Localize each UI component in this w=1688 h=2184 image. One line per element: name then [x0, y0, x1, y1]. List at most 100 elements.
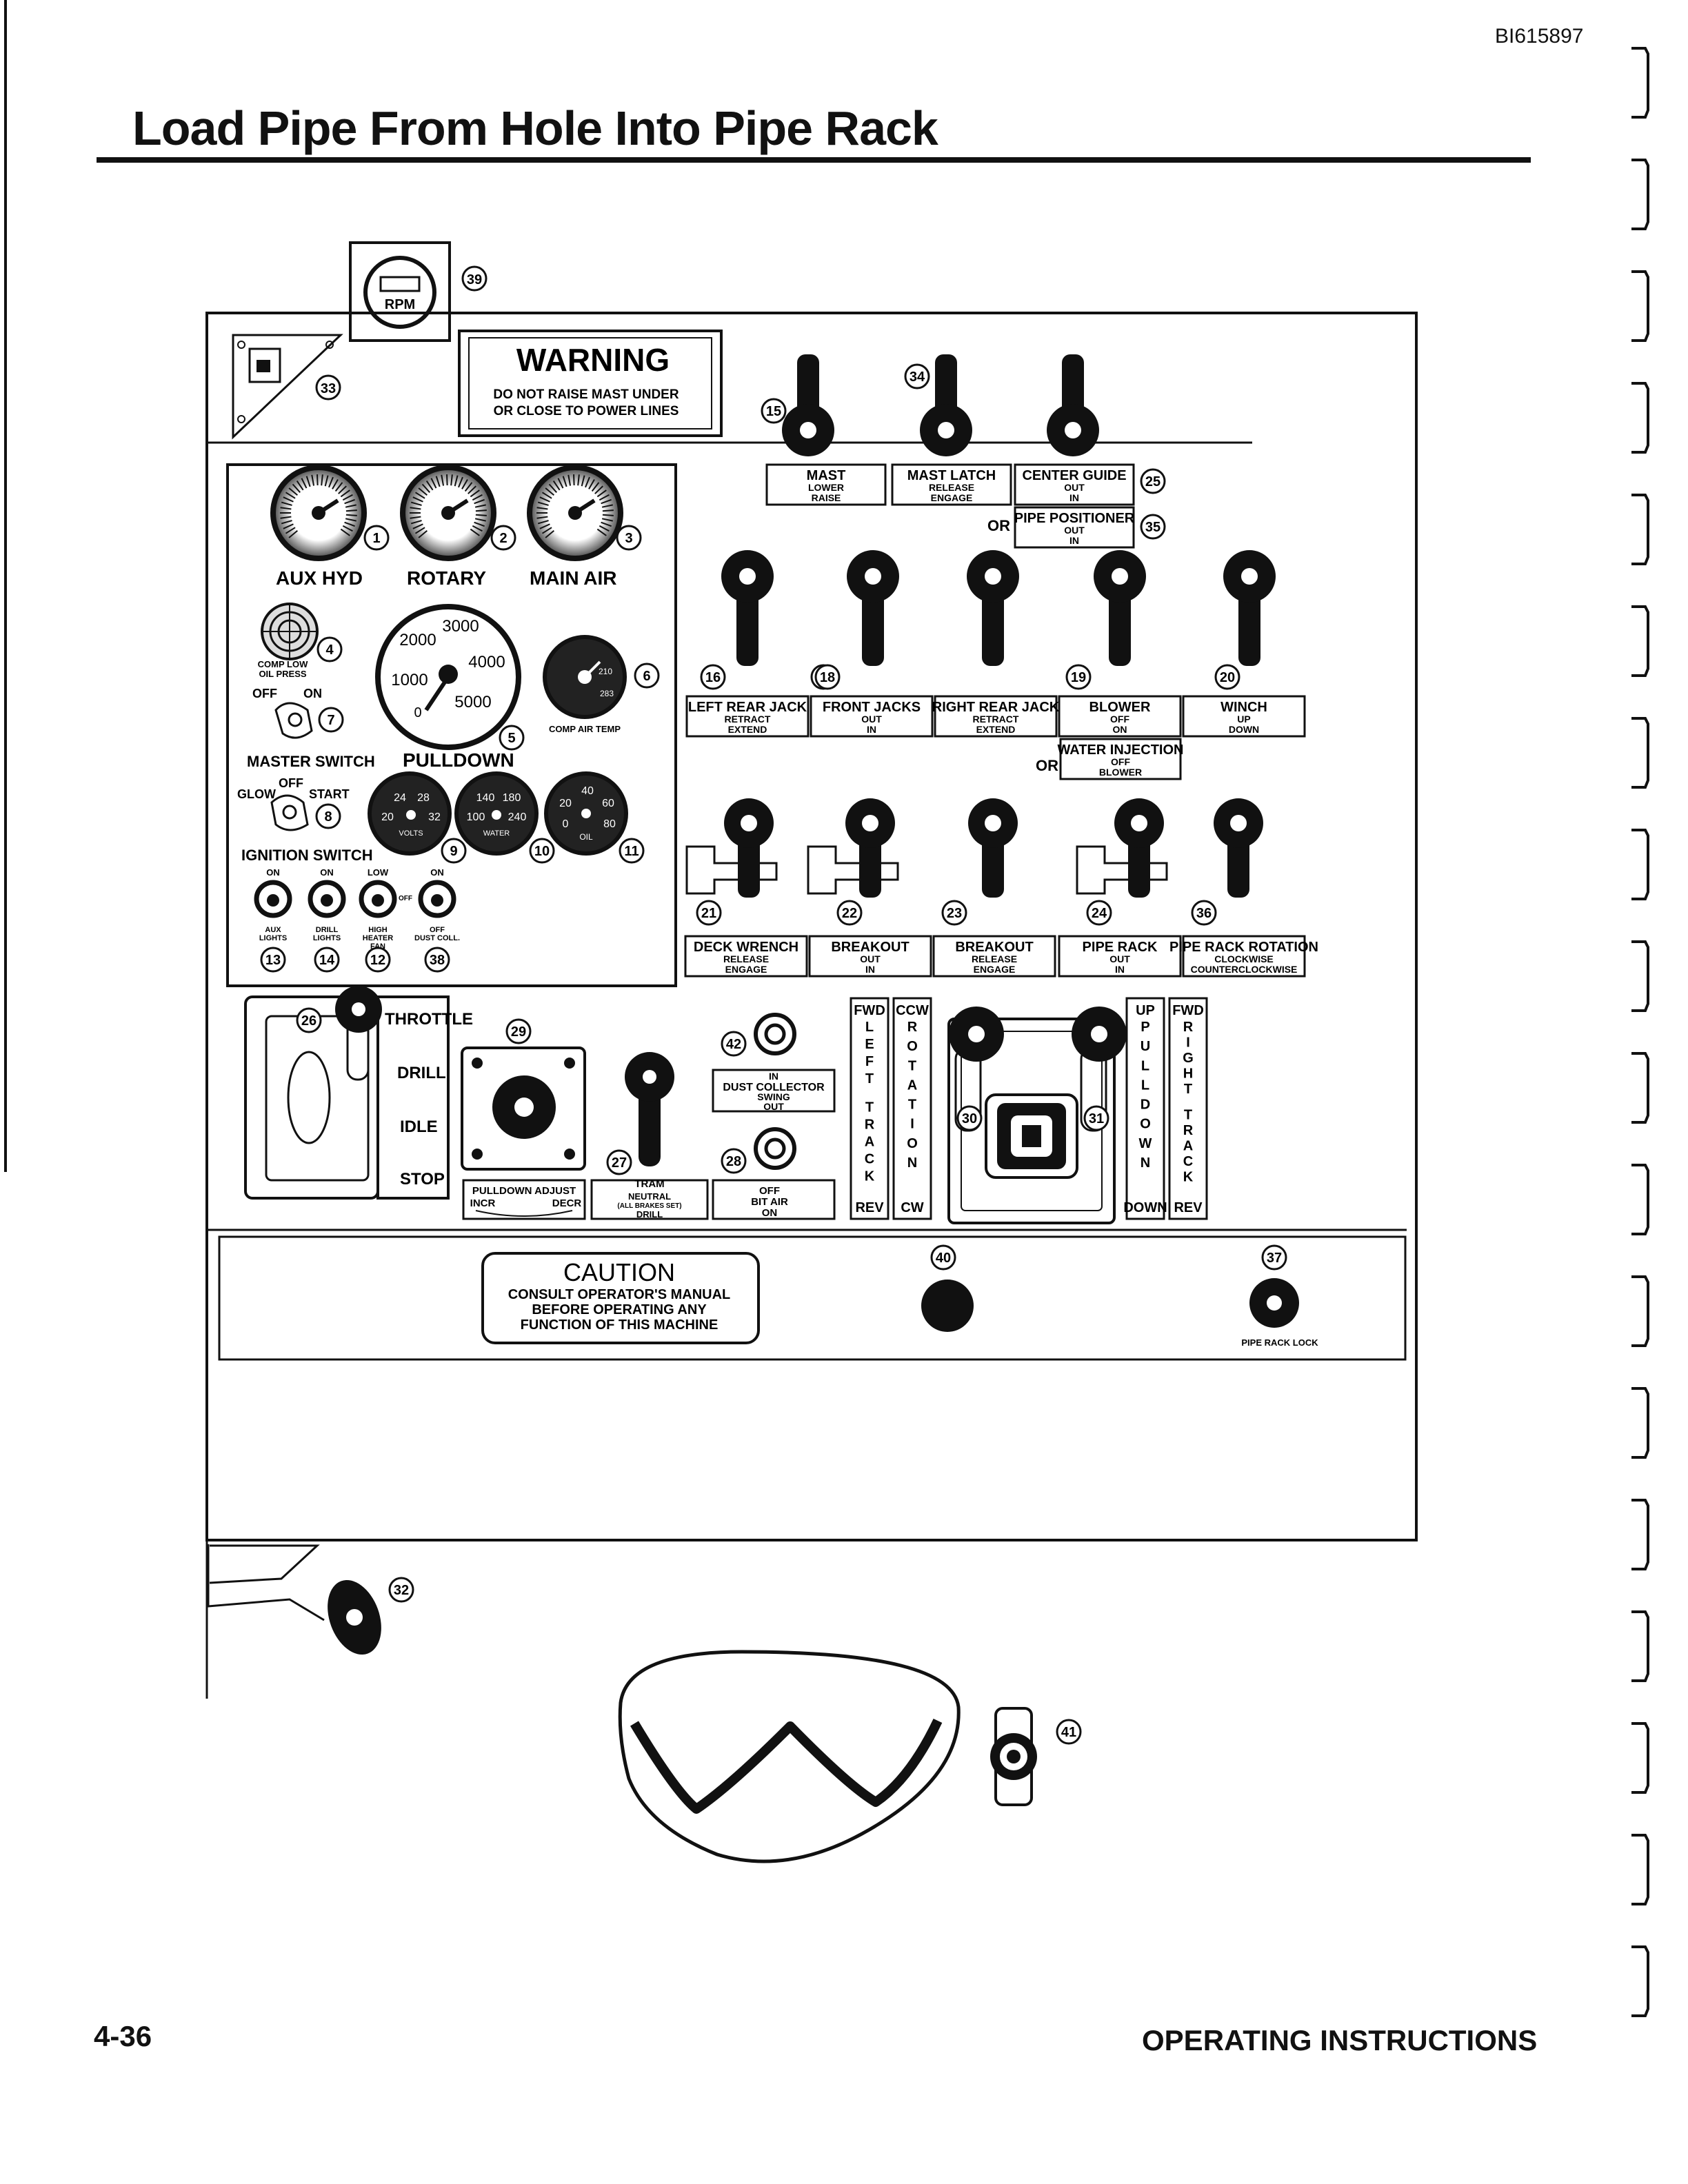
svg-text:UP: UP	[1136, 1003, 1155, 1018]
svg-text:36: 36	[1196, 906, 1212, 921]
svg-text:T: T	[865, 1071, 874, 1086]
svg-text:3000: 3000	[442, 617, 479, 636]
rotary-gauge	[400, 465, 496, 561]
svg-text:T: T	[1184, 1082, 1192, 1097]
svg-text:BLOWER: BLOWER	[1089, 700, 1151, 715]
svg-text:BLOWER: BLOWER	[1099, 767, 1142, 778]
joystick-assembly[interactable]	[947, 1007, 1127, 1224]
caution-sign: CAUTION CONSULT OPERATOR'S MANUAL BEFORE…	[481, 1252, 760, 1344]
svg-text:IN: IN	[769, 1071, 778, 1082]
svg-text:5000: 5000	[454, 693, 491, 711]
lever-16[interactable]	[721, 550, 774, 666]
callout-24: 24	[1086, 900, 1112, 926]
lever-18[interactable]	[967, 550, 1019, 666]
lever-22[interactable]	[807, 798, 899, 898]
master-switch[interactable]	[274, 702, 313, 739]
tram-lever[interactable]: TRAM NEUTRAL (ALL BRAKES SET) DRILL	[590, 1052, 709, 1220]
svg-text:PULLDOWN ADJUST: PULLDOWN ADJUST	[472, 1185, 576, 1197]
foot-pedal-32[interactable]	[205, 1540, 391, 1699]
comp-air-temp-gauge: 210 283 COMP AIR TEMP	[543, 635, 627, 734]
svg-text:INCR: INCR	[470, 1197, 496, 1209]
lever-23[interactable]	[968, 798, 1018, 898]
lever-36[interactable]	[1214, 798, 1263, 898]
svg-text:20: 20	[381, 811, 394, 823]
svg-text:33: 33	[321, 381, 336, 396]
svg-text:CCW: CCW	[896, 1003, 929, 1018]
svg-text:LIGHTS: LIGHTS	[313, 934, 341, 942]
callout-4: 4	[316, 636, 343, 663]
svg-text:12: 12	[370, 953, 385, 968]
svg-text:CLOCKWISE: CLOCKWISE	[1214, 953, 1274, 964]
svg-text:18: 18	[820, 670, 835, 685]
svg-text:I: I	[910, 1117, 914, 1132]
callout-18: 18	[814, 664, 841, 690]
callout-12: 12	[365, 947, 391, 973]
svg-text:80: 80	[603, 818, 616, 830]
callout-27: 27	[606, 1149, 632, 1175]
dust-collector-switch[interactable]: IN DUST COLLECTOR SWING OUT	[712, 1013, 836, 1113]
svg-text:ON: ON	[430, 867, 444, 878]
svg-text:PIPE RACK ROTATION: PIPE RACK ROTATION	[1169, 940, 1318, 955]
callout-23: 23	[941, 900, 967, 926]
throttle-idle: IDLE	[400, 1118, 438, 1136]
svg-text:L: L	[1141, 1078, 1149, 1093]
svg-text:IN: IN	[1069, 535, 1079, 546]
svg-text:14: 14	[319, 953, 335, 968]
lever-19[interactable]	[1094, 550, 1146, 666]
water-temp-gauge: 140 180 100 240 WATER	[454, 771, 539, 856]
operator-seat	[618, 1650, 961, 1863]
svg-text:LIGHTS: LIGHTS	[259, 934, 287, 942]
callout-40: 40	[930, 1244, 956, 1271]
svg-text:REV: REV	[1174, 1200, 1203, 1215]
ignition-switch[interactable]	[270, 794, 309, 831]
lever-24[interactable]	[1076, 798, 1168, 898]
svg-text:N: N	[907, 1155, 917, 1171]
lever-25[interactable]	[1047, 354, 1099, 456]
lever-15[interactable]	[782, 354, 834, 456]
throttle-label: THROTTLE	[385, 1010, 473, 1029]
callout-7: 7	[318, 707, 344, 733]
svg-text:21: 21	[701, 906, 716, 921]
lever-17[interactable]	[847, 550, 899, 666]
svg-text:P: P	[1141, 1020, 1149, 1035]
callout-31: 31	[1083, 1105, 1109, 1131]
callout-21: 21	[696, 900, 722, 926]
callout-14: 14	[314, 947, 340, 973]
bit-air-switch[interactable]: OFF BIT AIR ON	[712, 1127, 836, 1220]
lever-20[interactable]	[1223, 550, 1276, 666]
pulldown-adjust-knob[interactable]: PULLDOWN ADJUST INCR DECR	[461, 1046, 586, 1220]
valve-41[interactable]	[990, 1707, 1037, 1806]
lever-21[interactable]	[685, 798, 778, 898]
svg-text:(ALL BRAKES SET): (ALL BRAKES SET)	[617, 1202, 681, 1210]
master-switch-label: MASTER SWITCH	[247, 753, 375, 770]
pipe-rack-lock-button[interactable]: PIPE RACK LOCK	[1241, 1278, 1318, 1348]
svg-text:T: T	[1184, 1108, 1192, 1123]
button-40[interactable]	[921, 1280, 974, 1332]
svg-text:K: K	[1183, 1170, 1194, 1185]
svg-text:O: O	[907, 1136, 918, 1151]
svg-text:24: 24	[1092, 906, 1107, 921]
svg-text:L: L	[865, 1020, 874, 1035]
callout-11: 11	[619, 838, 645, 864]
svg-text:BREAKOUT: BREAKOUT	[955, 940, 1033, 955]
svg-text:23: 23	[947, 906, 962, 921]
pulldown-gauge: 3000 2000 4000 1000 5000 0 PULLDOWN	[375, 604, 521, 771]
svg-text:G: G	[1183, 1051, 1194, 1066]
svg-text:OUT: OUT	[861, 714, 882, 725]
svg-text:180: 180	[503, 792, 521, 804]
svg-text:PIPE RACK: PIPE RACK	[1083, 940, 1158, 955]
svg-text:ON: ON	[1113, 724, 1127, 735]
callout-33: 33	[315, 374, 341, 401]
callout-22: 22	[836, 900, 863, 926]
rpm-label: RPM	[385, 297, 415, 312]
throttle-drill: DRILL	[397, 1064, 446, 1082]
lever-34[interactable]	[920, 354, 972, 456]
svg-text:BEFORE OPERATING ANY: BEFORE OPERATING ANY	[532, 1302, 707, 1317]
